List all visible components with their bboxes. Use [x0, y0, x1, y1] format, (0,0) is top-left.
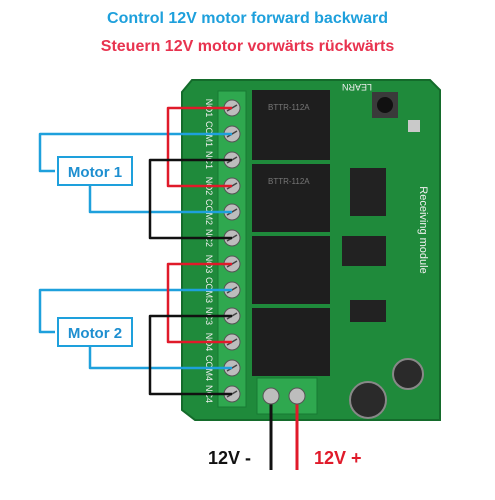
motor-2-box: Motor 2 — [57, 317, 133, 347]
wire-motor2-blue-a — [38, 288, 232, 334]
motor-1-box: Motor 1 — [57, 156, 133, 186]
wire-motor1-blue-a — [38, 132, 232, 173]
led-icon — [408, 120, 420, 132]
decoder-chip — [350, 168, 386, 216]
learn-label: LEARN — [342, 82, 372, 92]
driver-chip — [342, 236, 386, 266]
terminal-housing — [217, 90, 247, 408]
power-screw-negative — [262, 387, 280, 405]
capacitor-icon — [392, 358, 424, 390]
terminal-strip — [217, 90, 247, 408]
wire-motor2-red — [166, 262, 232, 344]
power-screw-positive — [288, 387, 306, 405]
svg-text:BTTR-112A: BTTR-112A — [268, 103, 310, 112]
relay-1: BTTR-112A — [252, 90, 330, 160]
svg-text:BTTR-112A: BTTR-112A — [268, 177, 310, 186]
power-positive-label: 12V + — [314, 448, 362, 468]
title-line-german: Steuern 12V motor vorwärts rückwärts — [100, 38, 395, 55]
relay-2: BTTR-112A — [252, 164, 330, 232]
power-negative-label: 12V - — [208, 448, 252, 468]
wires — [38, 106, 299, 470]
relay-4 — [252, 308, 330, 376]
title-line-english: Control 12V motor forward backward — [107, 10, 388, 27]
capacitor-icon — [349, 381, 387, 419]
regulator-chip — [350, 300, 386, 322]
receiving-module-label: Receiving module — [417, 186, 429, 273]
wire-motor2-black — [148, 314, 232, 396]
wire-motor1-black — [148, 158, 232, 240]
relay-3 — [252, 236, 330, 304]
wire-motor1-red — [166, 106, 232, 188]
